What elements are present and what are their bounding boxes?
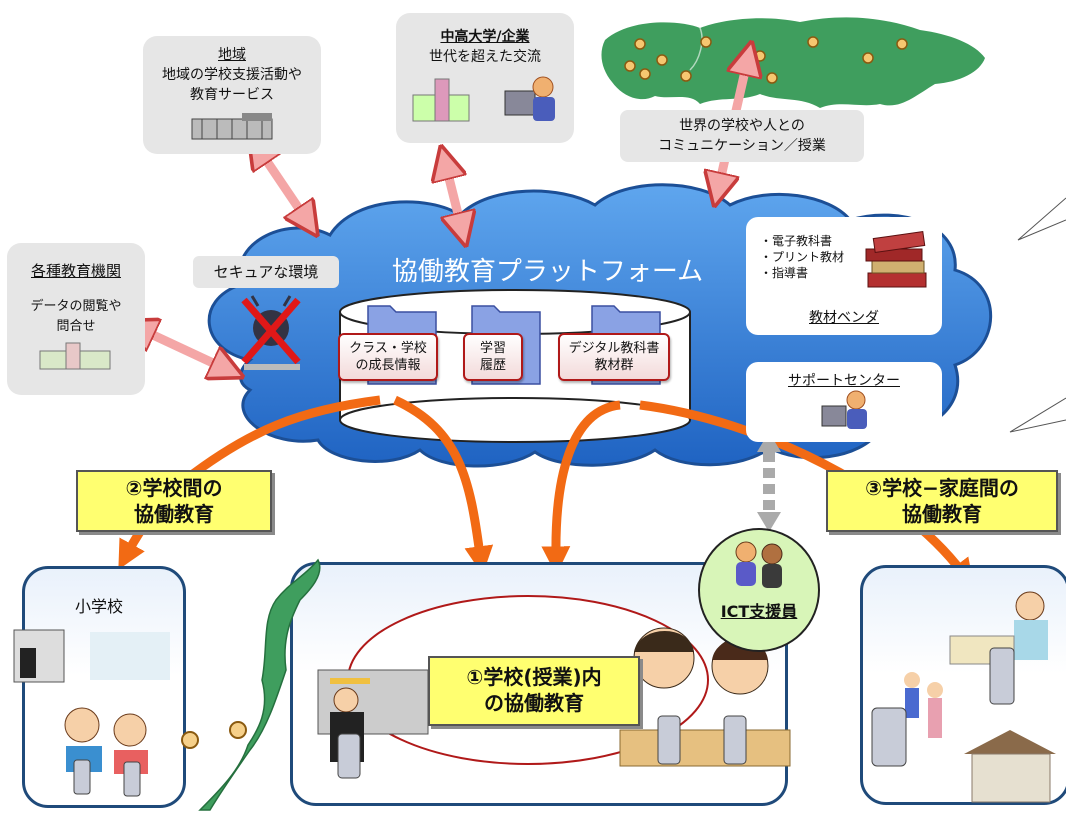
callout-in-school-line2: の協働教育	[484, 691, 584, 715]
dotted-arrow	[757, 432, 781, 532]
support-title: サポートセンター	[788, 373, 900, 389]
region-line1: 地域の学校支援活動や	[162, 67, 302, 83]
no-virus-icon	[241, 295, 301, 370]
callout-between-schools-line2: 協働教育	[134, 502, 214, 526]
panel-left-title: 小学校	[75, 597, 124, 616]
region-line2: 教育サービス	[190, 87, 274, 103]
tab-class-growth-line2: の成長情報	[355, 358, 421, 373]
vendor-item: ・指導書	[760, 266, 809, 280]
region-box: 地域 地域の学校支援活動や 教育サービス	[143, 36, 321, 154]
institutions-line2: 問合せ	[56, 319, 96, 334]
tab-learning-history-line2: 履歴	[479, 358, 506, 373]
people-icon	[735, 541, 783, 588]
ict-label: ICT支援員	[720, 602, 798, 621]
callout-school-home: ③学校−家庭間の 協働教育	[826, 470, 1058, 532]
tab-learning-history: 学習 履歴	[463, 333, 523, 381]
japan-map	[198, 558, 321, 811]
university-box: 中高大学/企業 世代を超えた交流	[396, 13, 574, 143]
university-line1: 世代を超えた交流	[429, 49, 541, 65]
tab-digital-textbook-line1: デジタル教科書	[568, 341, 660, 356]
platform-title: 協働教育プラットフォーム	[391, 257, 704, 287]
institutions-box: 各種教育機関 データの閲覧や 問合せ	[7, 243, 145, 395]
world-line1: 世界の学校や人との	[679, 118, 805, 134]
callout-in-school: ①学校(授業)内 の協働教育	[428, 656, 640, 726]
tab-class-growth: クラス・学校 の成長情報	[338, 333, 438, 381]
support-box: サポートセンター	[746, 362, 942, 442]
tab-learning-history-line1: 学習	[479, 341, 506, 356]
vendor-box: ・電子教科書 ・プリント教材 ・指導書 教材ベンダ	[746, 217, 942, 335]
orange-arrows	[118, 395, 975, 589]
vendor-items: ・電子教科書 ・プリント教材 ・指導書	[760, 233, 844, 281]
world-line2: コミュニケーション／授業	[658, 138, 826, 154]
ict-circle: ICT支援員	[698, 528, 820, 652]
tab-class-growth-line1: クラス・学校	[349, 341, 427, 356]
callout-school-home-line1: ③学校−家庭間の	[865, 476, 1019, 500]
vendor-title: 教材ベンダ	[809, 310, 879, 326]
books-icon	[865, 231, 927, 288]
vendor-item: ・電子教科書	[760, 234, 833, 248]
university-title: 中高大学/企業	[440, 29, 530, 45]
callout-between-schools-line1: ②学校間の	[125, 476, 223, 500]
panel-left-school: 小学校	[22, 566, 186, 808]
institutions-title: 各種教育機関	[30, 262, 121, 280]
callout-in-school-line1: ①学校(授業)内	[466, 665, 602, 689]
secure-label: セキュアな環境	[193, 256, 339, 288]
tab-digital-textbook: デジタル教科書 教材群	[558, 333, 670, 381]
world-box: 世界の学校や人との コミュニケーション／授業	[620, 110, 864, 162]
operator-icon	[821, 390, 867, 429]
school-and-person-icon	[412, 76, 555, 122]
callout-between-schools: ②学校間の 協働教育	[76, 470, 272, 532]
region-title: 地域	[218, 47, 246, 63]
institutions-line1: データの閲覧や	[30, 299, 122, 314]
world-map-shape	[601, 17, 985, 108]
world-map-graphic	[601, 17, 985, 108]
tab-digital-textbook-line2: 教材群	[594, 358, 634, 373]
callout-school-home-line2: 協働教育	[902, 502, 982, 526]
school-building-icon	[39, 342, 111, 370]
vendor-item: ・プリント教材	[760, 250, 845, 264]
building-icon	[191, 113, 273, 140]
